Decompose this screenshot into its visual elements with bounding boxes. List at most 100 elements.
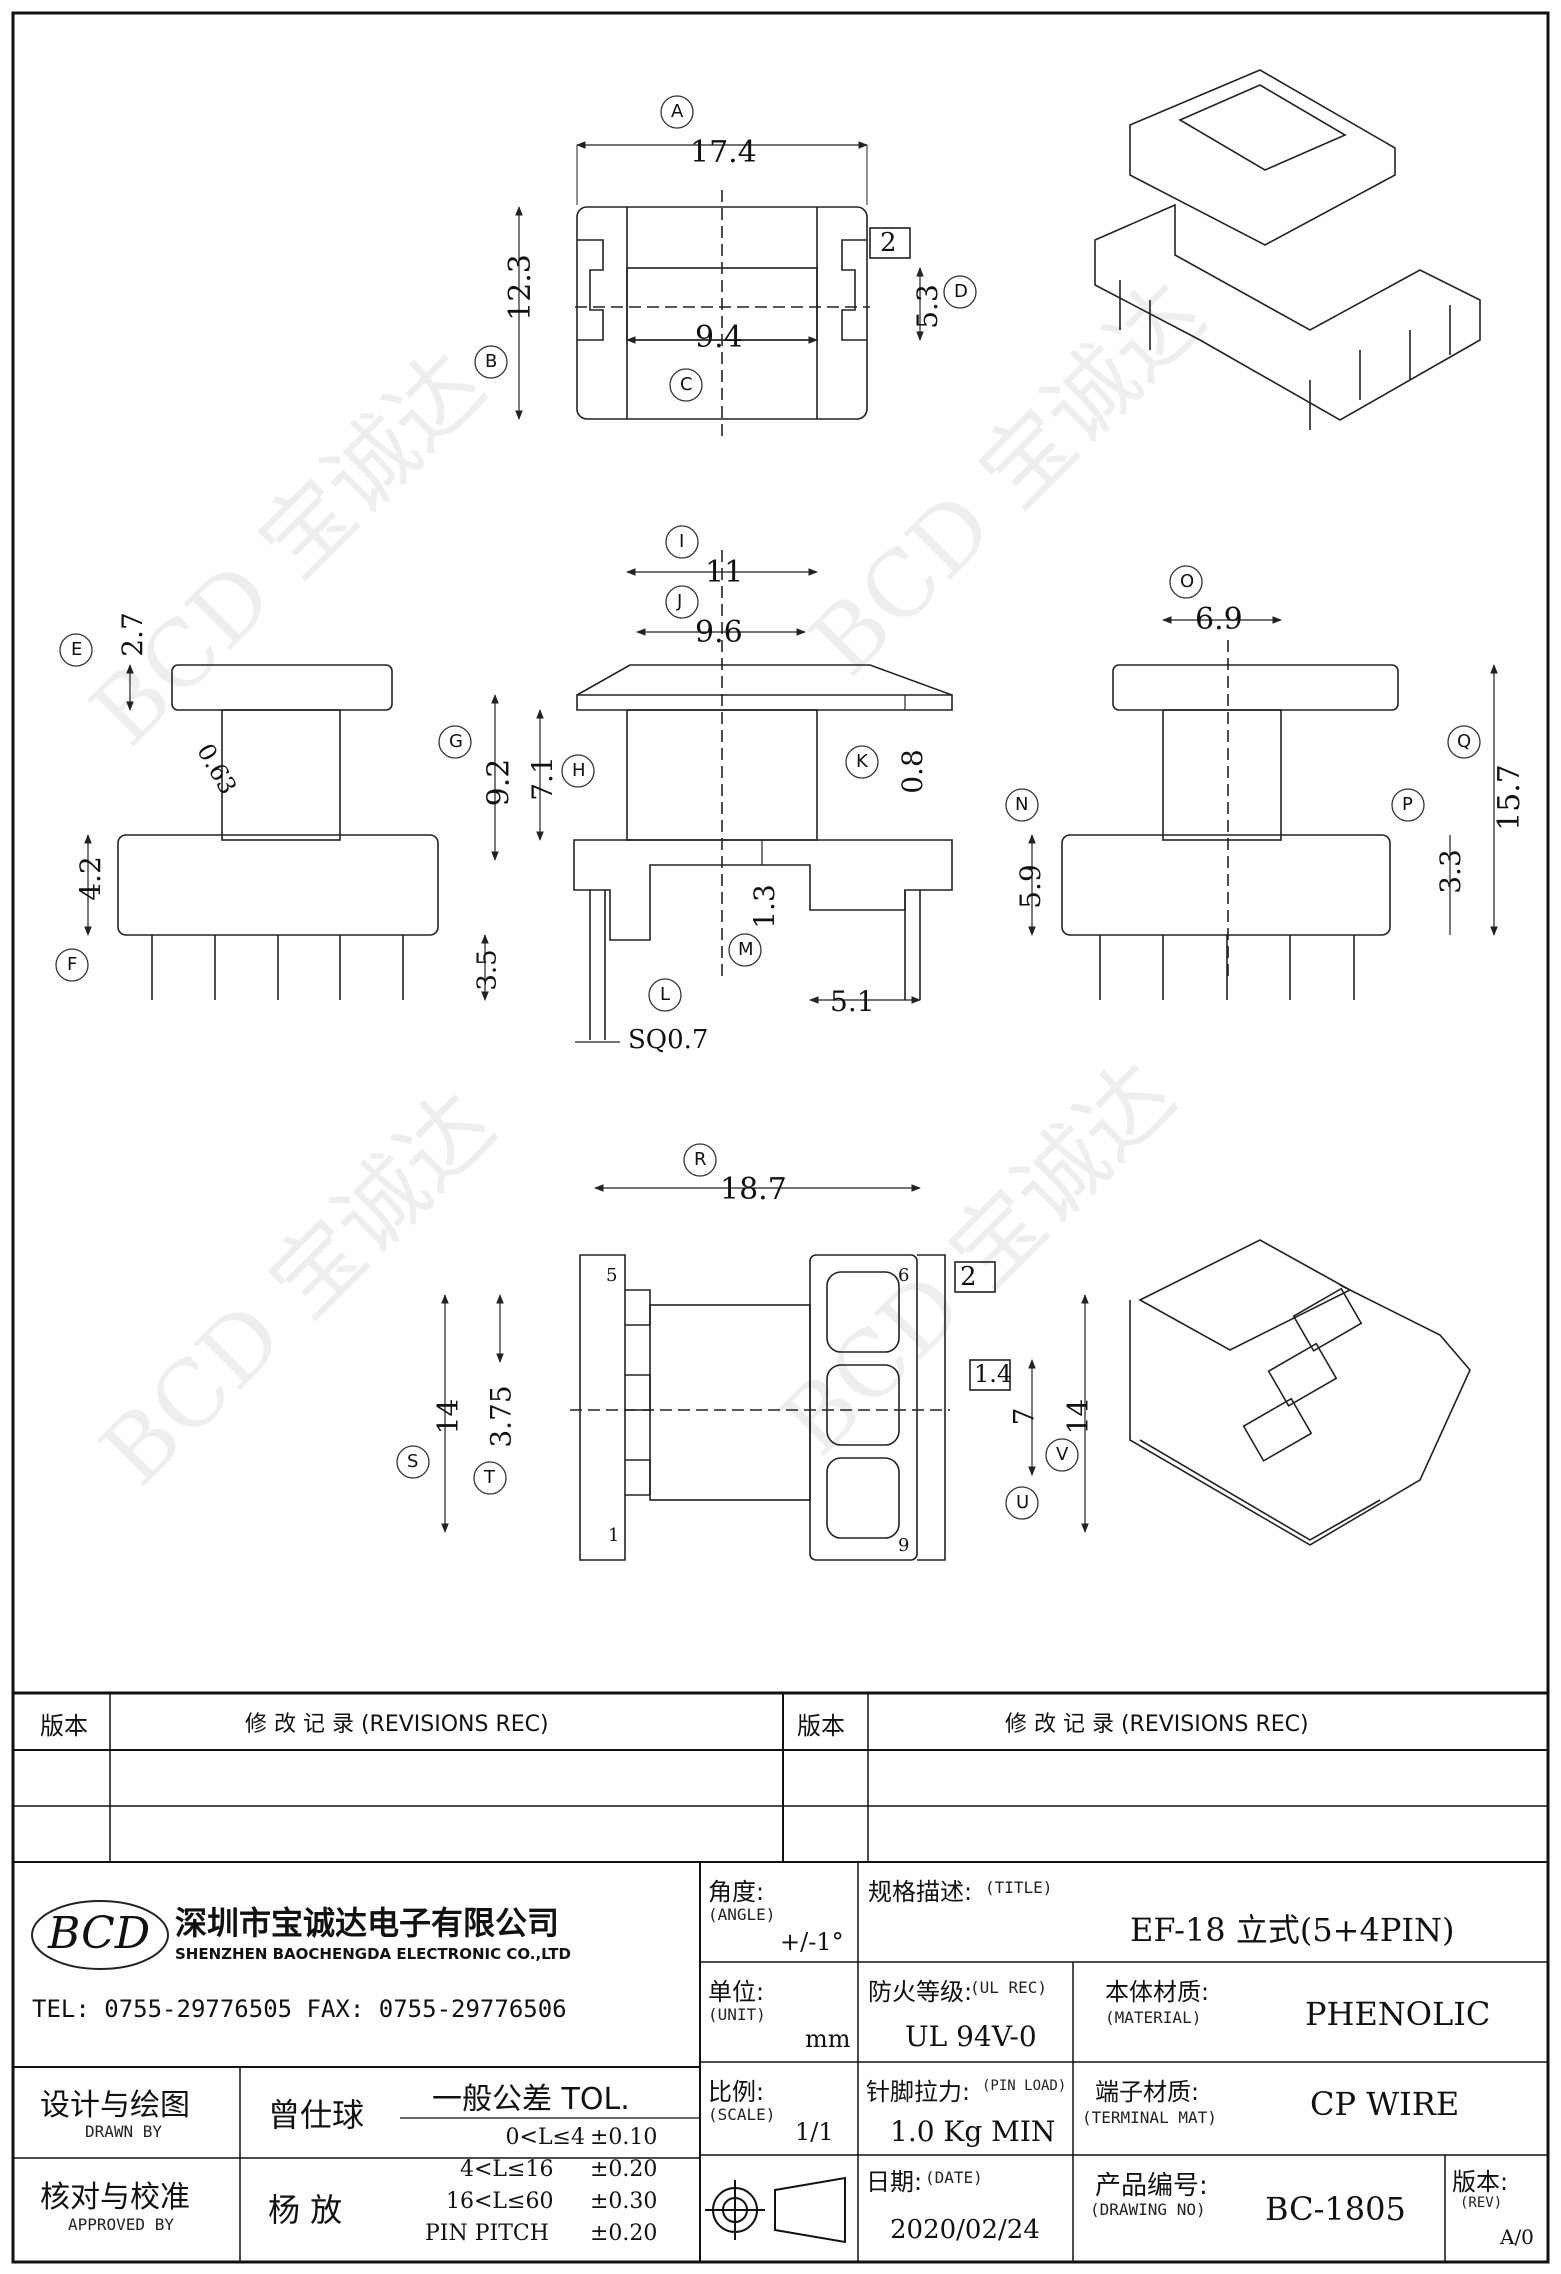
logo-text: BCD (48, 1908, 151, 1959)
tolerance-range-3: 16<L≤60 (446, 2189, 554, 2214)
side-view-right (1005, 565, 1498, 1000)
callout-c: C (680, 374, 693, 395)
approved-sub: APPROVED BY (68, 2215, 174, 2234)
callout-a: A (671, 101, 684, 122)
dim-bottom-width: 18.7 (720, 1172, 787, 1207)
callout-k: K (856, 751, 868, 772)
dim-bottom-center: 7 (1007, 1407, 1041, 1426)
callout-s: S (407, 1451, 419, 1472)
rev-value: A/0 (1500, 2225, 1534, 2249)
dim-front-outer: 11 (705, 555, 744, 590)
angle-value: +/-1° (780, 1928, 844, 1956)
angle-label: 角度: (708, 1878, 765, 1906)
tolerance-value-2: ±0.20 (590, 2157, 658, 2182)
projection-symbol (705, 2176, 846, 2244)
ul-label: 防火等级: (868, 1978, 973, 2006)
top-view (474, 95, 977, 440)
dim-front-flange: 0.8 (895, 749, 929, 794)
terminal-sub: (TERMINAL MAT) (1082, 2108, 1217, 2127)
dim-right-pin: 3.3 (1433, 849, 1467, 894)
pin-number-9: 9 (898, 1535, 910, 1556)
rev-col-3: 版本 (797, 1712, 845, 1740)
dim-right-base: 5.9 (1013, 864, 1047, 909)
company-contact: TEL: 0755-29776505 FAX: 0755-29776506 (32, 1995, 567, 2023)
dim-front-inner: 9.6 (695, 615, 743, 650)
callout-g: G (449, 731, 463, 752)
pin-number-1: 1 (608, 1525, 620, 1546)
callout-m: M (738, 939, 754, 960)
tolerance-range-1: 0<L≤4 (505, 2125, 585, 2150)
unit-label: 单位: (708, 1978, 765, 2006)
svg-text:BCD 宝诚达: BCD 宝诚达 (71, 332, 504, 765)
dim-right-total: 15.7 (1491, 764, 1527, 831)
tolerance-value-3: ±0.30 (590, 2189, 658, 2214)
approved-value: 杨 放 (268, 2191, 343, 2229)
side-view-left (55, 633, 489, 1001)
callout-n: N (1015, 794, 1029, 815)
drawing-no-label: 产品编号: (1095, 2171, 1208, 2201)
material-value: PHENOLIC (1305, 1995, 1491, 2033)
material-sub: (MATERIAL) (1105, 2008, 1202, 2027)
callout-r: R (694, 1149, 707, 1170)
dim-side-top: 2.7 (115, 612, 149, 657)
callout-l: L (660, 984, 671, 1005)
ul-sub: (UL REC) (970, 1978, 1048, 1997)
callout-u: U (1016, 1492, 1030, 1513)
dim-side-base: 4.2 (73, 856, 107, 901)
callout-j: J (677, 591, 683, 612)
date-label: 日期: (866, 2168, 923, 2196)
tolerance-value-4: ±0.20 (590, 2221, 658, 2246)
callout-v: V (1056, 1444, 1069, 1465)
bottom-view (396, 1143, 1089, 1561)
title-label: 规格描述: (868, 1878, 973, 1906)
date-sub: (DATE) (925, 2168, 983, 2187)
rev-col-1: 版本 (40, 1712, 88, 1740)
tolerance-range-4: PIN PITCH (425, 2221, 549, 2246)
callout-i: I (679, 531, 685, 552)
dim-top-gap: 2 (880, 228, 897, 258)
company-name-en: SHENZHEN BAOCHENGDA ELECTRONIC CO.,LTD (175, 1945, 571, 1963)
callout-t: T (484, 1467, 495, 1488)
dim-side-pin: 3.5 (472, 949, 503, 991)
title-sub: (TITLE) (985, 1878, 1053, 1897)
callout-e: E (71, 639, 83, 660)
rev-sub: (REV) (1460, 2195, 1503, 2211)
callout-f: F (67, 954, 78, 975)
terminal-value: CP WIRE (1310, 2085, 1460, 2123)
svg-text:BCD 宝诚达: BCD 宝诚达 (791, 262, 1224, 695)
pin-number-6: 6 (898, 1265, 910, 1286)
callout-d: D (954, 281, 968, 302)
dim-right-top: 6.9 (1195, 602, 1243, 637)
dim-bottom-pitch: 3.75 (484, 1385, 518, 1448)
watermark: BCD 宝诚达 BCD 宝诚达 BCD 宝诚达 BCD 宝诚达 (71, 262, 1224, 1505)
drawn-sub: DRAWN BY (85, 2122, 163, 2141)
dim-bottom-right-span: 14 (1061, 1398, 1095, 1435)
scale-label: 比例: (708, 2078, 765, 2106)
dim-front-step: 1.3 (747, 884, 781, 929)
approved-label: 核对与校准 (40, 2180, 190, 2215)
material-label: 本体材质: (1105, 1978, 1210, 2006)
title-block-grid (13, 1691, 1548, 2262)
tolerance-range-2: 4<L≤16 (460, 2157, 554, 2182)
rev-col-4: 修 改 记 录 (REVISIONS REC) (1005, 1712, 1309, 1737)
dim-front-h2: 7.1 (525, 756, 559, 801)
callout-q: Q (1457, 731, 1472, 752)
isometric-view-bottom (1129, 1239, 1471, 1546)
pin-load-sub: (PIN LOAD) (982, 2078, 1067, 2094)
title-value: EF-18 立式(5+4PIN) (1130, 1911, 1455, 1949)
dim-front-pin-size: SQ0.7 (628, 1025, 709, 1055)
drawing-no-value: BC-1805 (1265, 2190, 1406, 2228)
unit-value: mm (805, 2025, 851, 2053)
callout-o: O (1180, 571, 1195, 592)
scale-value: 1/1 (795, 2118, 834, 2146)
callout-h: H (572, 760, 586, 781)
drawing-no-sub: (DRAWING NO) (1090, 2200, 1206, 2219)
scale-sub: (SCALE) (708, 2105, 776, 2124)
sheet-border (11, 11, 1550, 2264)
isometric-view-top (1094, 69, 1481, 430)
front-view (438, 525, 953, 1043)
terminal-label: 端子材质: (1095, 2078, 1200, 2106)
company-logo (31, 1900, 169, 1970)
callout-b: B (485, 351, 498, 372)
